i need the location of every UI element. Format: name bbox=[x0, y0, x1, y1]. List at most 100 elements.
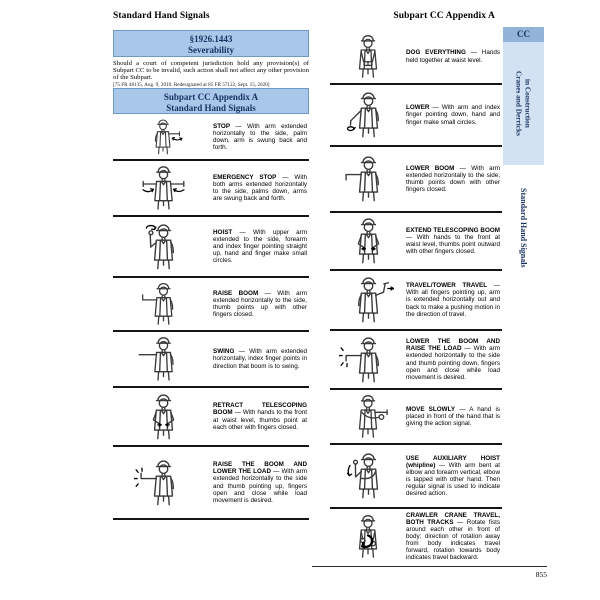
signal-figure bbox=[113, 221, 213, 273]
signal-figure bbox=[330, 334, 406, 386]
retract-telescoping-boom-signal-figure-icon bbox=[152, 393, 174, 439]
signal-description-text: With all fingers pointing up, arm is ext… bbox=[406, 289, 500, 318]
signal-name: CRAWLER CRANE TRAVEL, BOTH TRACKS bbox=[406, 511, 500, 526]
signal-description-text: With arm bent at elbow and forearm verti… bbox=[406, 461, 500, 498]
signal-description: STOP — With arm extended horizontally to… bbox=[213, 122, 307, 152]
signal-row: RAISE BOOM — With arm extended horizonta… bbox=[113, 278, 309, 332]
signal-name: MOVE SLOWLY bbox=[406, 405, 456, 413]
severability-heading-box: §1926.1443 Severability bbox=[113, 30, 309, 57]
use-auxiliary-hoist-signal-figure-icon bbox=[346, 453, 378, 499]
signal-figure bbox=[113, 334, 213, 384]
signal-figure bbox=[113, 391, 213, 443]
signal-name: SWING bbox=[213, 348, 235, 356]
appendix-heading-line1: Subpart CC Appendix A bbox=[163, 92, 259, 102]
signal-row: RETRACT TELESCOPING BOOM — With hands to… bbox=[113, 388, 309, 447]
signal-description-text: A hand is placed in front of the hand th… bbox=[406, 405, 500, 428]
signal-description-text: With arm extended horizontally to the si… bbox=[213, 122, 307, 152]
signal-description: LOWER BOOM — With arm extended horizonta… bbox=[406, 164, 500, 194]
signal-description: TRAVEL/TOWER TRAVEL — With all fingers p… bbox=[406, 282, 500, 318]
signal-description: LOWER THE BOOM AND RAISE THE LOAD — With… bbox=[406, 338, 500, 381]
signal-row: STOP — With arm extended horizontally to… bbox=[113, 115, 309, 161]
left-running-head: Standard Hand Signals bbox=[113, 11, 210, 21]
signal-description: SWING — With arm extended horizontally, … bbox=[213, 348, 307, 370]
signal-figure bbox=[330, 89, 406, 141]
signal-figure bbox=[113, 280, 213, 328]
lower-boom-raise-load-signal-figure-icon bbox=[338, 336, 379, 382]
right-running-head: Subpart CC Appendix A bbox=[393, 11, 495, 21]
signal-description: RAISE THE BOOM AND LOWER THE LOAD — With… bbox=[213, 461, 307, 504]
raise-boom-lower-load-signal-figure-icon bbox=[133, 459, 174, 505]
signal-description-text: With hands to the front at waist level, … bbox=[213, 409, 307, 431]
signal-description: EMERGENCY STOP — With both arms extended… bbox=[213, 173, 307, 203]
signal-description-text: With arm extended horizontally to the si… bbox=[213, 289, 307, 319]
signal-name: RAISE THE BOOM AND LOWER THE LOAD bbox=[213, 461, 307, 476]
section-title: Severability bbox=[188, 44, 234, 55]
appendix-heading-line2: Standard Hand Signals bbox=[166, 102, 256, 113]
signal-name: LOWER BOOM bbox=[406, 164, 455, 172]
signal-row: EMERGENCY STOP — With both arms extended… bbox=[113, 161, 309, 217]
chapter-tab-cc: CC bbox=[503, 27, 544, 42]
signal-description: EXTEND TELESCOPING BOOM — With hands to … bbox=[406, 226, 501, 256]
signal-figure bbox=[113, 117, 213, 157]
signal-figure bbox=[330, 153, 406, 205]
signal-name: STOP bbox=[213, 122, 231, 130]
signal-figure bbox=[330, 274, 406, 326]
signal-figure bbox=[113, 457, 213, 509]
signal-description-text: With arm extended horizontally, index fi… bbox=[213, 348, 307, 370]
lower-signal-figure-icon bbox=[346, 92, 379, 138]
lower-boom-signal-figure-icon bbox=[344, 156, 379, 202]
signal-row: MOVE SLOWLY — A hand is placed in front … bbox=[330, 390, 502, 445]
signal-row: LOWER — With arm and index finger pointi… bbox=[330, 85, 502, 147]
signal-figure bbox=[113, 163, 213, 213]
signal-description-text: With upper arm extended to the side, for… bbox=[213, 228, 307, 265]
signal-row: SWING — With arm extended horizontally, … bbox=[113, 332, 309, 388]
signal-figure bbox=[330, 512, 406, 561]
signal-name: EXTEND TELESCOPING BOOM bbox=[406, 226, 500, 234]
travel-tower-travel-signal-figure-icon bbox=[357, 277, 394, 323]
signal-list-left: STOP — With arm extended horizontally to… bbox=[113, 115, 309, 520]
signal-description-text: Rotate fists around each other in front … bbox=[406, 518, 500, 562]
signal-row: USE AUXILIARY HOIST (whipline) — With ar… bbox=[330, 445, 502, 509]
chapter-side-strip-text: Cranes and Derricks in Construction bbox=[515, 71, 533, 136]
footer-rule bbox=[312, 566, 547, 567]
signal-description: LOWER — With arm and index finger pointi… bbox=[406, 104, 500, 126]
appendix-heading-box: Subpart CC Appendix A Standard Hand Sign… bbox=[113, 88, 309, 114]
severability-citation: [75 FR 48135, Aug. 9, 2010. Redesignated… bbox=[113, 82, 270, 88]
swing-signal-figure-icon bbox=[138, 337, 174, 381]
signal-name: RAISE BOOM bbox=[213, 289, 259, 297]
signal-row: DOG EVERYTHING — Hands held together at … bbox=[330, 30, 502, 85]
signal-description-text: With arm extended horizontally to the si… bbox=[406, 164, 500, 194]
signal-name: DOG EVERYTHING bbox=[406, 49, 466, 57]
signal-row: RAISE THE BOOM AND LOWER THE LOAD — With… bbox=[113, 447, 309, 520]
signal-name: USE AUXILIARY HOIST (whipline) bbox=[406, 454, 500, 469]
signal-description-text: With arm extended horizontally to the si… bbox=[406, 345, 500, 381]
signal-row: TRAVEL/TOWER TRAVEL — With all fingers p… bbox=[330, 271, 502, 331]
signal-row: HOIST — With upper arm extended to the s… bbox=[113, 217, 309, 278]
chapter-side-strip: Cranes and Derricks in Construction bbox=[503, 42, 544, 165]
signal-description-text: With both arms extended horizontally to … bbox=[213, 173, 307, 203]
hoist-signal-figure-icon bbox=[145, 223, 174, 269]
signal-description-text: With arm and index finger pointing down,… bbox=[406, 104, 500, 126]
signal-name: LOWER THE BOOM AND RAISE THE LOAD bbox=[406, 338, 500, 353]
signal-figure bbox=[330, 392, 406, 441]
signal-row: CRAWLER CRANE TRAVEL, BOTH TRACKS — Rota… bbox=[330, 509, 502, 564]
page-number: 855 bbox=[535, 570, 547, 579]
signal-figure bbox=[330, 450, 406, 502]
signal-description-text: With arm extended horizontally to the si… bbox=[213, 468, 307, 504]
dog-everything-signal-figure-icon bbox=[358, 35, 378, 78]
signal-description: CRAWLER CRANE TRAVEL, BOTH TRACKS — Rota… bbox=[406, 511, 500, 562]
signal-description: RETRACT TELESCOPING BOOM — With hands to… bbox=[213, 402, 307, 431]
section-side-label: Standard Hand Signals bbox=[503, 173, 544, 283]
stop-signal-figure-icon bbox=[154, 119, 183, 155]
crawler-crane-travel-signal-figure-icon bbox=[358, 515, 378, 558]
strip-line-2: in Construction bbox=[523, 79, 533, 128]
signal-figure bbox=[330, 215, 406, 267]
signal-name: LOWER bbox=[406, 104, 430, 112]
emergency-stop-signal-figure-icon bbox=[141, 166, 185, 210]
signal-description-text: With hands to the front at waist level, … bbox=[406, 233, 501, 256]
raise-boom-signal-figure-icon bbox=[141, 283, 173, 325]
severability-paragraph: Should a court of competent jurisdiction… bbox=[113, 60, 309, 82]
signal-list-right: DOG EVERYTHING — Hands held together at … bbox=[330, 30, 502, 564]
signal-row: LOWER BOOM — With arm extended horizonta… bbox=[330, 147, 502, 213]
